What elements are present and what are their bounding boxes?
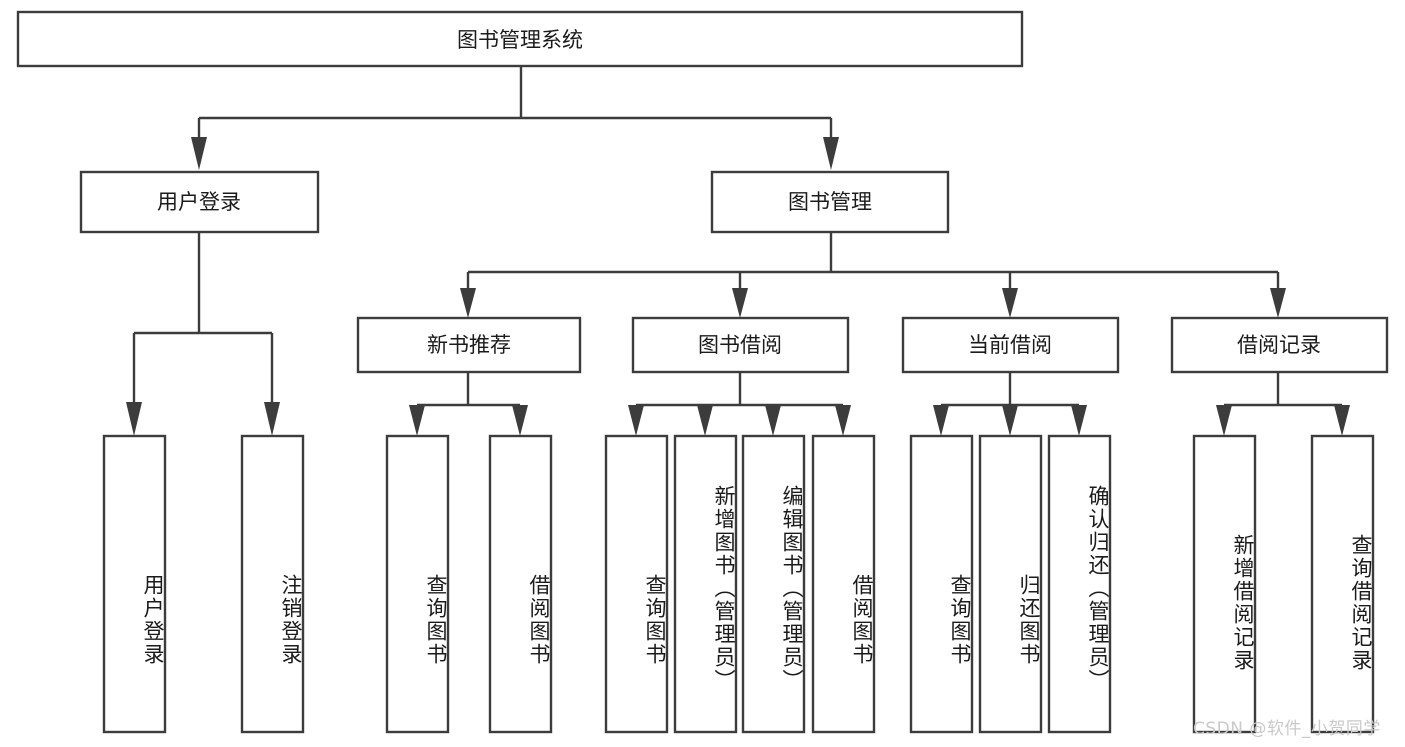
node-leaf-query-book-1[interactable] xyxy=(385,434,450,734)
connector-layer xyxy=(126,66,1350,436)
arrow-to-borrow-record xyxy=(1270,288,1286,318)
node-borrow-record[interactable] xyxy=(1170,316,1389,374)
node-leaf-add-book[interactable] xyxy=(673,434,738,734)
node-root-label: 图书管理系统 xyxy=(457,28,583,52)
csdn-watermark: CSDN @软件_小贺同学 xyxy=(1193,719,1381,739)
node-leaf-borrow-book-1[interactable] xyxy=(488,434,553,734)
node-book-management[interactable] xyxy=(710,170,950,234)
arrow-leaf-edit-book xyxy=(765,405,781,436)
arrow-leaf-confirm-return xyxy=(1071,405,1087,436)
node-leaf-confirm-return[interactable] xyxy=(1047,434,1112,734)
node-leaf-user-login[interactable] xyxy=(102,434,167,734)
arrow-leaf-borrow-book-1 xyxy=(512,405,528,436)
node-book-borrow[interactable] xyxy=(631,316,850,374)
node-leaf-query-book-2[interactable] xyxy=(604,434,669,734)
arrow-leaf-query-book-1 xyxy=(409,405,425,436)
node-leaf-query-borrow-record[interactable] xyxy=(1310,434,1375,734)
node-current-borrow[interactable] xyxy=(901,316,1120,374)
arrow-to-book-borrow xyxy=(732,288,748,318)
node-user-login[interactable] xyxy=(79,170,320,234)
node-leaf-add-borrow-record[interactable] xyxy=(1192,434,1257,734)
node-layer: 图书管理系统 用户登录 图书管理 新书推荐 图书借阅 当前借阅 借阅记录 xyxy=(16,10,1389,734)
node-leaf-borrow-book-2[interactable] xyxy=(811,434,876,734)
node-user-login-label: 用户登录 xyxy=(157,190,241,214)
arrow-leaf-query-borrow-record xyxy=(1334,405,1350,436)
node-book-management-label: 图书管理 xyxy=(788,190,872,214)
arrow-to-current-borrow xyxy=(1002,288,1018,318)
arrow-to-book-management xyxy=(823,137,839,170)
node-new-book-recommend[interactable] xyxy=(356,316,582,374)
arrow-leaf-query-book-2 xyxy=(628,405,644,436)
arrow-leaf-return-book xyxy=(1002,405,1018,436)
arrow-leaf-add-borrow-record xyxy=(1216,405,1232,436)
node-leaf-edit-book[interactable] xyxy=(741,434,806,734)
arrow-leaf-user-login xyxy=(126,402,142,436)
node-new-book-recommend-label: 新书推荐 xyxy=(427,333,511,357)
node-leaf-logout-login[interactable] xyxy=(240,434,305,734)
node-borrow-record-label: 借阅记录 xyxy=(1237,333,1321,357)
node-current-borrow-label: 当前借阅 xyxy=(968,333,1052,357)
arrow-leaf-add-book xyxy=(697,405,713,436)
node-root[interactable] xyxy=(16,10,1024,68)
node-book-borrow-label: 图书借阅 xyxy=(698,333,782,357)
node-leaf-return-book[interactable] xyxy=(978,434,1043,734)
arrow-to-user-login xyxy=(191,137,207,170)
arrow-leaf-query-book-3 xyxy=(933,405,949,436)
arrow-leaf-borrow-book-2 xyxy=(835,405,851,436)
arrow-leaf-logout-login xyxy=(264,402,280,436)
node-leaf-query-book-3[interactable] xyxy=(909,434,974,734)
arrow-to-new-book-recommend xyxy=(460,288,476,318)
